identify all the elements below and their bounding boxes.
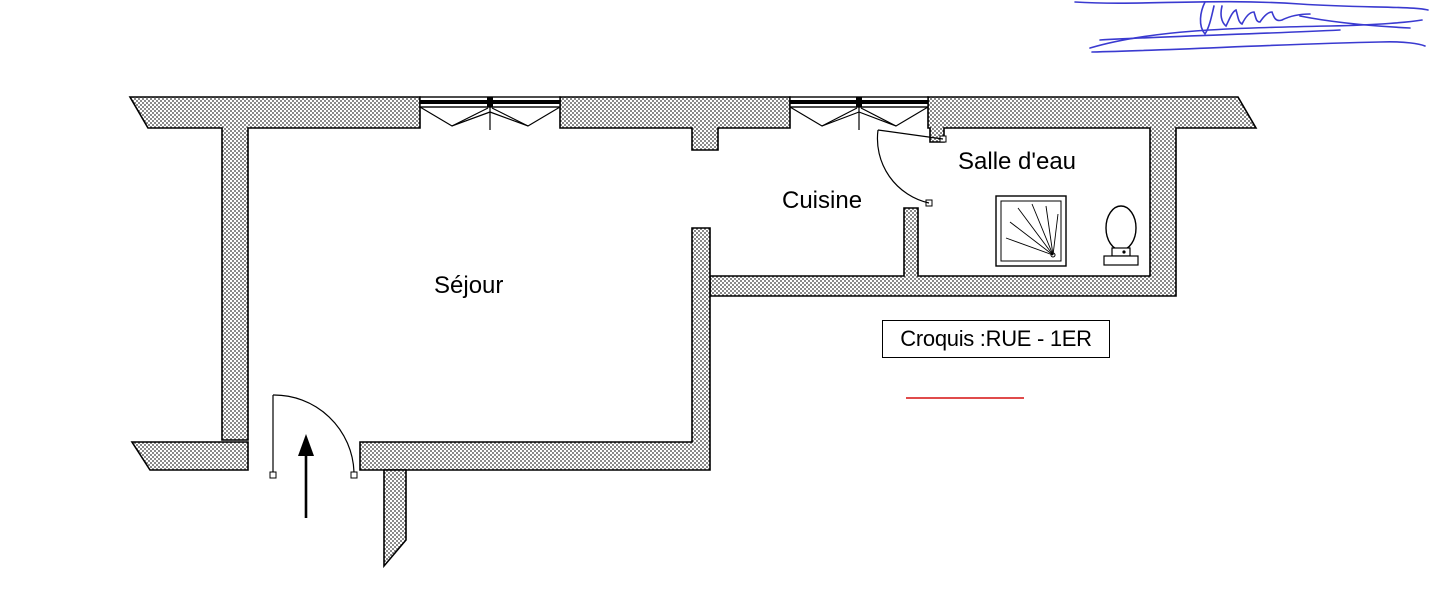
room-label-cuisine: Cuisine: [782, 187, 862, 214]
wall-top-right: [709, 96, 1258, 297]
door-entrance: [269, 394, 358, 479]
walls: [128, 96, 1258, 569]
door-salle-deau: [876, 129, 947, 207]
entrance-arrow-icon: [298, 434, 314, 518]
wall-top-middle: [559, 96, 791, 151]
wall-top-left: [128, 96, 421, 441]
wall-kitchen-partition: [359, 227, 711, 471]
room-label-sejour: Séjour: [434, 272, 503, 299]
toilet-icon: [1103, 205, 1139, 266]
wall-entrance-stub: [383, 469, 407, 569]
wall-bottom-left: [130, 441, 249, 471]
red-mark: [906, 397, 1024, 399]
shower-icon: [995, 195, 1067, 267]
window-cuisine: [789, 96, 929, 130]
signature: [1074, 0, 1429, 53]
room-label-salle-deau: Salle d'eau: [958, 148, 1076, 175]
plan-caption: Croquis :RUE - 1ER: [882, 320, 1110, 358]
window-sejour: [419, 96, 561, 130]
